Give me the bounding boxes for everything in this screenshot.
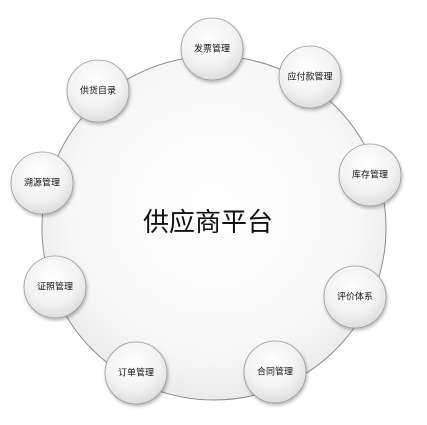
module-node-inventory[interactable]: 库存管理 (338, 143, 402, 207)
center-hub: 供应商平台 (41, 55, 387, 401)
module-circle-invoice[interactable] (180, 17, 244, 81)
module-node-contract[interactable]: 合同管理 (243, 340, 307, 404)
module-label-evaluation: 评价体系 (337, 291, 373, 303)
module-label-order: 订单管理 (118, 367, 154, 379)
module-node-catalog[interactable]: 供货目录 (66, 59, 130, 123)
module-node-invoice[interactable]: 发票管理 (180, 17, 244, 81)
module-circle-order[interactable] (104, 341, 168, 405)
module-circle-evaluation[interactable] (323, 265, 387, 329)
module-label-contract: 合同管理 (257, 366, 293, 378)
module-label-traceability: 溯源管理 (24, 177, 60, 189)
module-circle-contract[interactable] (243, 340, 307, 404)
module-node-traceability[interactable]: 溯源管理 (10, 151, 74, 215)
module-circle-traceability[interactable] (10, 151, 74, 215)
module-node-evaluation[interactable]: 评价体系 (323, 265, 387, 329)
module-node-order[interactable]: 订单管理 (104, 341, 168, 405)
center-title: 供应商平台 (143, 208, 273, 238)
module-label-certificate: 证照管理 (37, 281, 73, 293)
module-node-payable[interactable]: 应付款管理 (278, 45, 342, 109)
module-label-catalog: 供货目录 (80, 85, 116, 97)
module-label-inventory: 库存管理 (352, 169, 388, 181)
module-circle-certificate[interactable] (23, 255, 87, 319)
module-circle-catalog[interactable] (66, 59, 130, 123)
module-circle-inventory[interactable] (338, 143, 402, 207)
module-node-certificate[interactable]: 证照管理 (23, 255, 87, 319)
module-circle-payable[interactable] (278, 45, 342, 109)
module-label-invoice: 发票管理 (194, 43, 230, 55)
module-label-payable: 应付款管理 (287, 71, 332, 83)
